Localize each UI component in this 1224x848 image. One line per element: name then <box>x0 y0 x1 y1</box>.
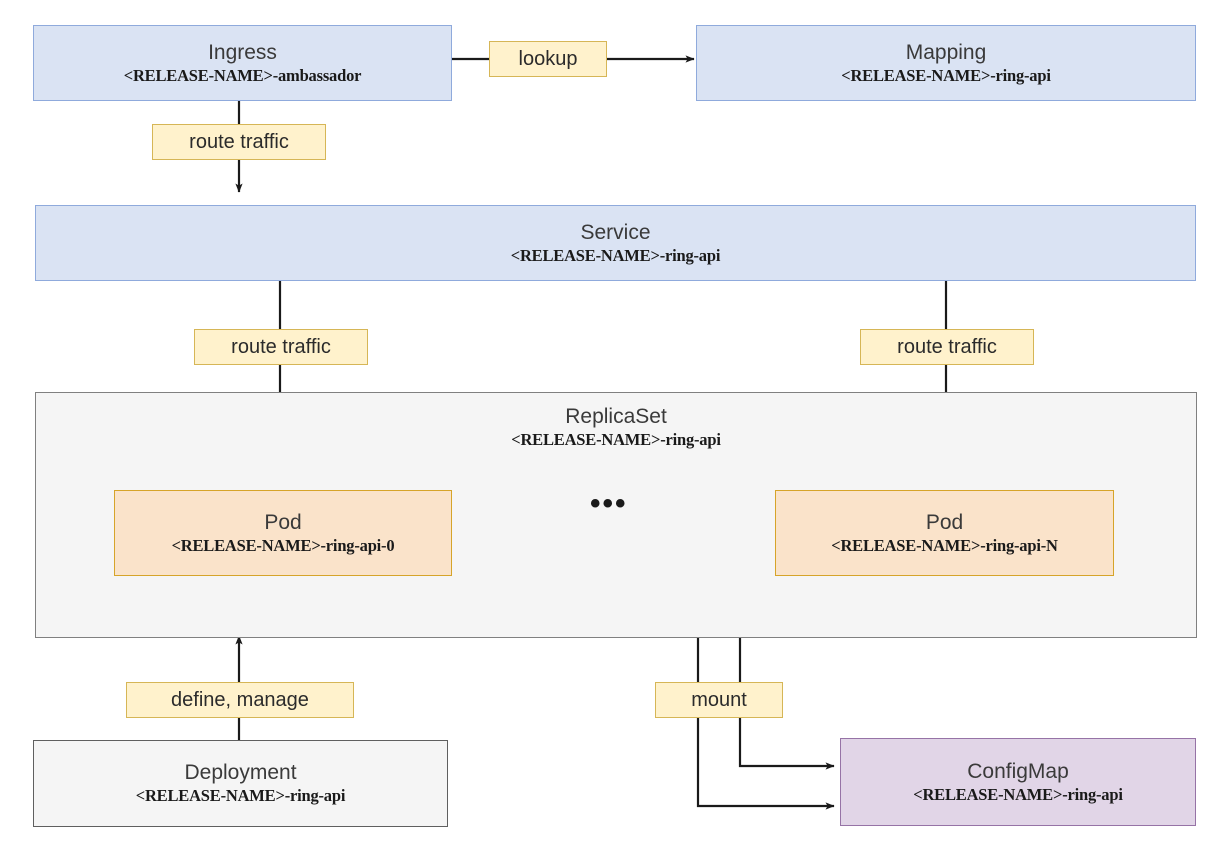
node-pod-first-title: Pod <box>264 510 302 534</box>
node-mapping-title: Mapping <box>905 40 987 64</box>
node-configmap-subtitle: <RELEASE-NAME>-ring-api <box>913 784 1123 804</box>
node-deployment[interactable]: Deployment <RELEASE-NAME>-ring-api <box>33 740 448 827</box>
node-service[interactable]: Service <RELEASE-NAME>-ring-api <box>35 205 1196 281</box>
node-pod-first-subtitle: <RELEASE-NAME>-ring-api-0 <box>171 535 395 555</box>
edge-label-lookup[interactable]: lookup <box>489 41 607 77</box>
node-configmap-title: ConfigMap <box>967 759 1069 783</box>
edge-label-mount[interactable]: mount <box>655 682 783 718</box>
node-ingress[interactable]: Ingress <RELEASE-NAME>-ambassador <box>33 25 452 101</box>
node-service-title: Service <box>580 220 651 244</box>
node-mapping-subtitle: <RELEASE-NAME>-ring-api <box>841 65 1051 85</box>
node-ingress-title: Ingress <box>208 40 277 64</box>
node-replicaset-subtitle: <RELEASE-NAME>-ring-api <box>511 430 721 450</box>
edge-label-define-manage[interactable]: define, manage <box>126 682 354 718</box>
edge-label-route-traffic-left[interactable]: route traffic <box>194 329 368 365</box>
node-pod-last[interactable]: Pod <RELEASE-NAME>-ring-api-N <box>775 490 1114 576</box>
node-pod-last-subtitle: <RELEASE-NAME>-ring-api-N <box>831 535 1058 555</box>
node-pod-last-title: Pod <box>925 510 964 534</box>
node-pod-first[interactable]: Pod <RELEASE-NAME>-ring-api-0 <box>114 490 452 576</box>
node-replicaset-title: ReplicaSet <box>565 405 667 428</box>
pods-ellipsis-decoration: ••• <box>590 487 628 520</box>
node-ingress-subtitle: <RELEASE-NAME>-ambassador <box>123 65 362 85</box>
node-service-subtitle: <RELEASE-NAME>-ring-api <box>510 245 721 265</box>
node-replicaset-header: ReplicaSet <RELEASE-NAME>-ring-api <box>36 405 1196 450</box>
node-configmap[interactable]: ConfigMap <RELEASE-NAME>-ring-api <box>840 738 1196 826</box>
node-deployment-title: Deployment <box>184 761 297 785</box>
node-mapping[interactable]: Mapping <RELEASE-NAME>-ring-api <box>696 25 1196 101</box>
edge-label-route-traffic-right[interactable]: route traffic <box>860 329 1034 365</box>
edge-label-route-traffic-ingress[interactable]: route traffic <box>152 124 326 160</box>
node-deployment-subtitle: <RELEASE-NAME>-ring-api <box>135 786 346 806</box>
